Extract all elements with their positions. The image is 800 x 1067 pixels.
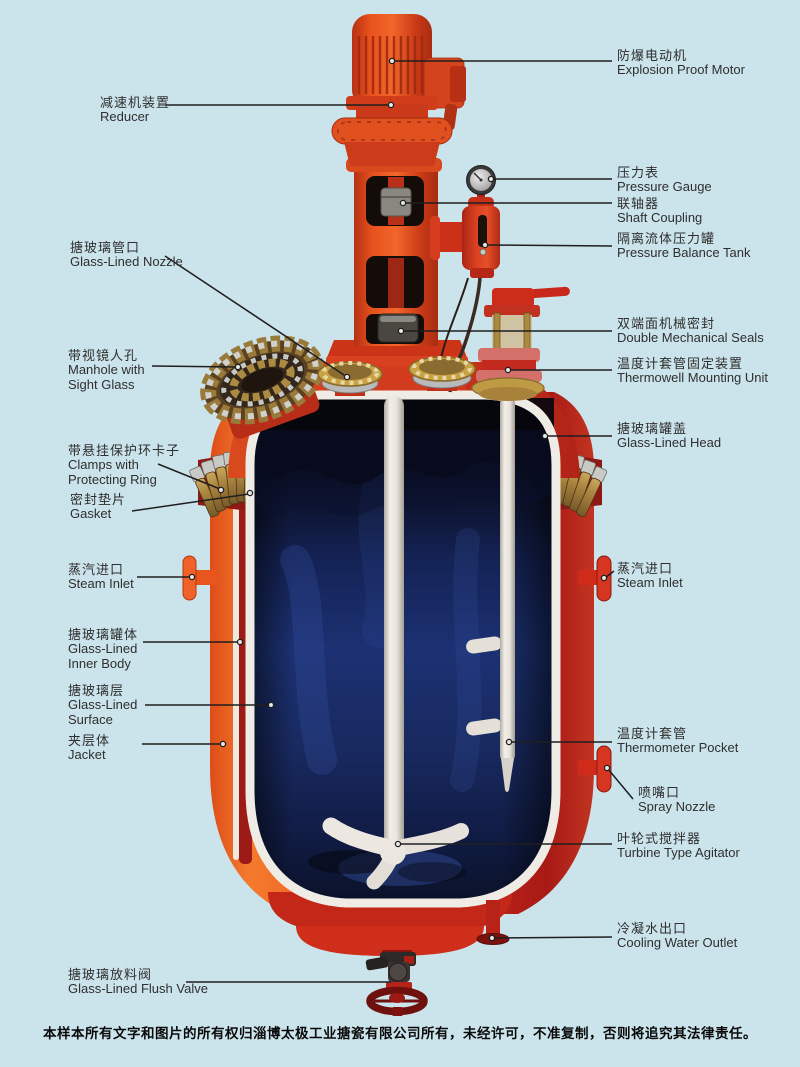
label-glass-lined-flush-valve-en: Glass-Lined Flush Valve <box>68 981 208 996</box>
label-glass-lined-nozzle-zh: 搪玻璃管口 <box>70 240 141 255</box>
label-shaft-coupling-zh: 联轴器 <box>617 196 660 211</box>
label-clamps-protecting-ring-zh: 带悬挂保护环卡子 <box>68 443 181 458</box>
label-explosion-proof-motor-en: Explosion Proof Motor <box>617 62 745 77</box>
label-pressure-gauge: 压力表 Pressure Gauge <box>617 165 712 195</box>
mechanical-seal-part <box>377 313 419 343</box>
label-thermometer-pocket: 温度计套管 Thermometer Pocket <box>617 726 738 756</box>
thermowell-mounting-unit-part <box>471 286 570 401</box>
label-double-mechanical-seals-zh: 双端面机械密封 <box>617 316 716 331</box>
label-reducer: 减速机装置 Reducer <box>100 95 170 125</box>
label-thermowell-mounting-unit-zh: 温度计套管固定装置 <box>617 356 744 371</box>
leader-dots <box>188 57 611 942</box>
label-double-mechanical-seals: 双端面机械密封 Double Mechanical Seals <box>617 316 764 346</box>
label-shaft-coupling-en: Shaft Coupling <box>617 210 703 225</box>
label-glass-lined-surface-zh: 搪玻璃层 <box>68 683 125 698</box>
label-spray-nozzle-zh: 喷嘴口 <box>638 785 681 800</box>
label-cooling-water-outlet-zh: 冷凝水出口 <box>617 921 688 936</box>
sight-glass-slot <box>478 215 487 247</box>
glass-lined-nozzle-right <box>408 356 476 391</box>
label-pressure-balance-tank-zh: 隔离流体压力罐 <box>617 231 716 246</box>
label-jacket-en: Jacket <box>68 747 106 762</box>
label-glass-lined-inner-body-zh: 搪玻璃罐体 <box>68 627 139 642</box>
label-spray-nozzle: 喷嘴口 Spray Nozzle <box>638 785 715 815</box>
label-steam-inlet-right: 蒸汽进口 Steam Inlet <box>617 561 683 591</box>
label-steam-inlet-right-zh: 蒸汽进口 <box>617 561 674 576</box>
label-manhole-sight-glass-en: Manhole with Sight Glass <box>68 362 145 392</box>
label-steam-inlet-left: 蒸汽进口 Steam Inlet <box>68 562 134 592</box>
label-glass-lined-surface-en: Glass-Lined Surface <box>68 697 138 727</box>
glass-lined-inner-body-wall-highlight <box>233 452 239 860</box>
flush-valve-part <box>365 952 428 1016</box>
label-reducer-zh: 减速机装置 <box>100 95 171 110</box>
label-gasket-zh: 密封垫片 <box>70 492 127 507</box>
label-glass-lined-head-en: Glass-Lined Head <box>617 435 722 450</box>
label-clamps-protecting-ring-en: Clamps with Protecting Ring <box>68 457 157 487</box>
label-turbine-type-agitator-zh: 叶轮式搅拌器 <box>617 831 702 846</box>
label-glass-lined-surface: 搪玻璃层 Glass-Lined Surface <box>68 683 152 727</box>
label-turbine-type-agitator-en: Turbine Type Agitator <box>617 845 740 860</box>
label-glass-lined-nozzle-en: Glass-Lined Nozzle <box>70 254 183 269</box>
label-glass-lined-head: 搪玻璃罐盖 Glass-Lined Head <box>617 421 721 451</box>
label-manhole-sight-glass: 带视镜人孔 Manhole with Sight Glass <box>68 348 164 392</box>
label-reducer-en: Reducer <box>100 109 150 124</box>
label-cooling-water-outlet-en: Cooling Water Outlet <box>617 935 738 950</box>
label-pressure-balance-tank-en: Pressure Balance Tank <box>617 245 751 260</box>
label-glass-lined-inner-body: 搪玻璃罐体 Glass-Lined Inner Body <box>68 627 152 671</box>
copyright-text: 本样本所有文字和图片的所有权归淄博太极工业搪瓷有限公司所有，未经许可，不准复制，… <box>43 1026 757 1041</box>
label-explosion-proof-motor-zh: 防爆电动机 <box>617 48 688 63</box>
label-thermometer-pocket-en: Thermometer Pocket <box>617 740 739 755</box>
label-glass-lined-nozzle: 搪玻璃管口 Glass-Lined Nozzle <box>70 240 183 270</box>
label-pressure-gauge-zh: 压力表 <box>617 165 660 180</box>
label-jacket: 夹层体 Jacket <box>68 733 110 763</box>
label-glass-lined-head-zh: 搪玻璃罐盖 <box>617 421 688 436</box>
label-glass-lined-flush-valve: 搪玻璃放料阀 Glass-Lined Flush Valve <box>68 967 208 997</box>
label-pressure-balance-tank: 隔离流体压力罐 Pressure Balance Tank <box>617 231 750 261</box>
label-thermometer-pocket-zh: 温度计套管 <box>617 726 688 741</box>
lantern-column <box>326 158 468 366</box>
label-steam-inlet-left-en: Steam Inlet <box>68 576 134 591</box>
steam-inlet-nozzle-right <box>578 555 612 602</box>
label-thermowell-mounting-unit: 温度计套管固定装置 Thermowell Mounting Unit <box>617 356 768 386</box>
label-glass-lined-inner-body-en: Glass-Lined Inner Body <box>68 641 138 671</box>
label-steam-inlet-left-zh: 蒸汽进口 <box>68 562 125 577</box>
label-clamps-protecting-ring: 带悬挂保护环卡子 Clamps with Protecting Ring <box>68 443 181 487</box>
shaft-coupling-part <box>380 187 412 217</box>
turbine-agitator <box>308 817 469 890</box>
label-glass-lined-flush-valve-zh: 搪玻璃放料阀 <box>68 967 153 982</box>
pressure-balance-tank-part <box>430 197 500 393</box>
agitator-shaft <box>384 396 404 848</box>
motor-cooling-fins <box>357 36 424 94</box>
label-spray-nozzle-en: Spray Nozzle <box>638 799 716 814</box>
label-gasket-en: Gasket <box>70 506 112 521</box>
reducer-gearbox <box>331 104 453 166</box>
label-pressure-gauge-en: Pressure Gauge <box>617 179 712 194</box>
label-double-mechanical-seals-en: Double Mechanical Seals <box>617 330 764 345</box>
label-cooling-water-outlet: 冷凝水出口 Cooling Water Outlet <box>617 921 737 951</box>
label-steam-inlet-right-en: Steam Inlet <box>617 575 683 590</box>
label-gasket: 密封垫片 Gasket <box>70 492 126 522</box>
label-turbine-type-agitator: 叶轮式搅拌器 Turbine Type Agitator <box>617 831 740 861</box>
label-thermowell-mounting-unit-en: Thermowell Mounting Unit <box>617 370 769 385</box>
leader-lines <box>131 60 634 983</box>
thermometer-pocket-tube <box>466 397 515 792</box>
label-jacket-zh: 夹层体 <box>68 733 111 748</box>
label-explosion-proof-motor: 防爆电动机 Explosion Proof Motor <box>617 48 745 78</box>
label-manhole-sight-glass-zh: 带视镜人孔 <box>68 348 139 363</box>
label-shaft-coupling: 联轴器 Shaft Coupling <box>617 196 702 226</box>
